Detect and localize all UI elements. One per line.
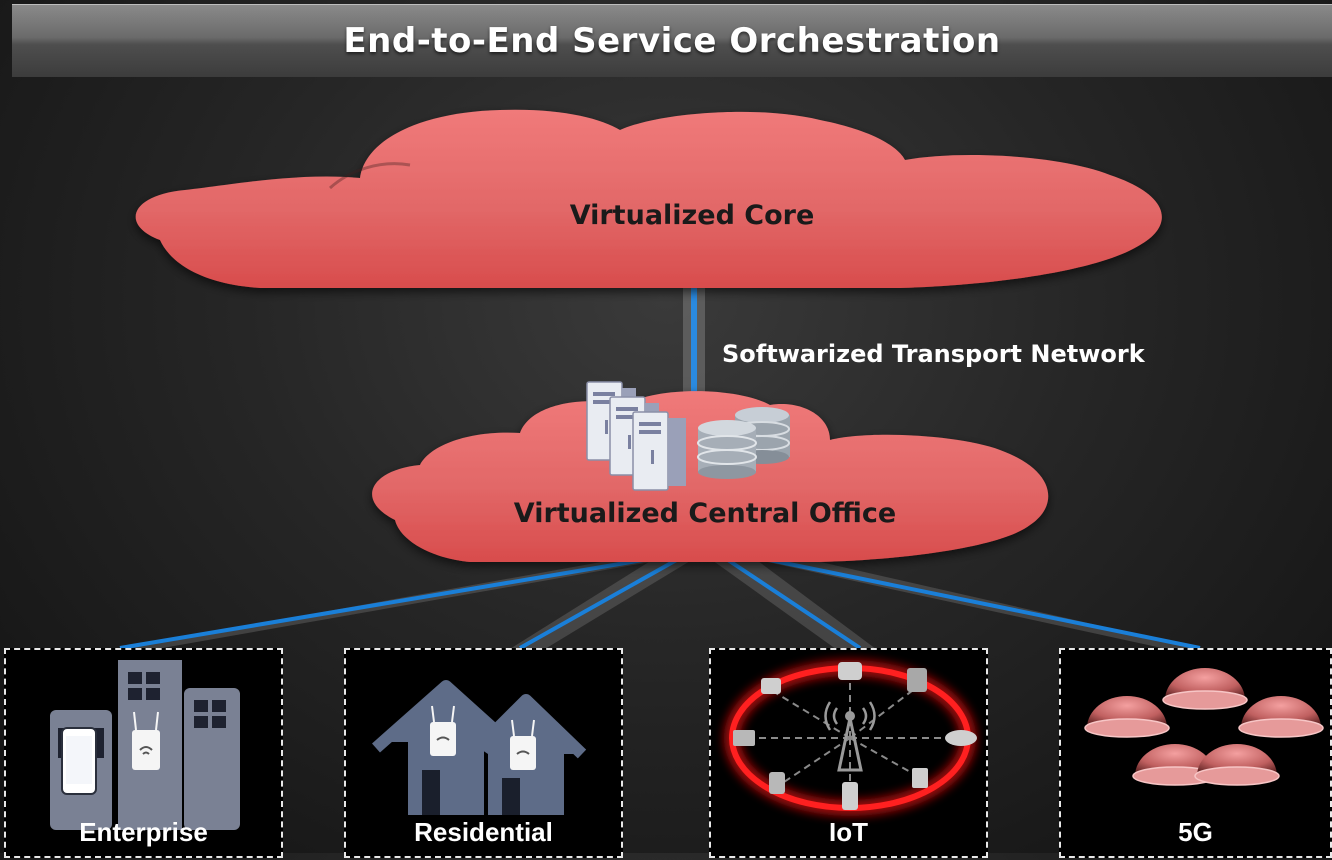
access-links [100,555,1215,652]
server-stack-icon [586,381,686,491]
residential-houses-icon [372,680,587,815]
segment-label-5g: 5G [1178,817,1213,847]
enterprise-buildings-icon [50,660,240,830]
segment-label-iot: IoT [829,817,868,847]
transport-link [683,285,705,405]
transport-link-label: Softwarized Transport Network [722,340,1145,368]
core-cloud [135,109,1162,288]
title-bar: End-to-End Service Orchestration [12,4,1332,77]
segment-box-5g: 5G [1059,648,1332,858]
database-icon [697,407,790,479]
iot-ring-icon [724,660,977,816]
segment-label-residential: Residential [414,817,553,847]
segment-box-iot: IoT [709,648,988,858]
segment-box-enterprise: Enterprise [4,648,283,858]
page-title: End-to-End Service Orchestration [343,21,1001,61]
central-office-cloud-label: Virtualized Central Office [513,498,897,529]
core-cloud-label: Virtualized Core [569,200,815,231]
cell-dome-icon [1162,668,1248,710]
segment-label-enterprise: Enterprise [79,817,208,847]
cell-tower-icon [824,701,876,772]
5g-cells-icon [1084,668,1324,786]
segment-box-residential: Residential [344,648,623,858]
